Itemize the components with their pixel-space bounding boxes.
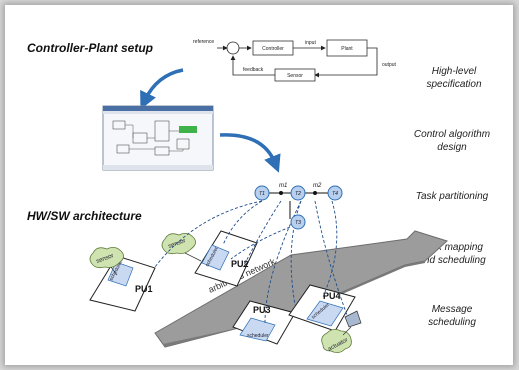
task-mapping-lines [154,200,348,324]
controller-label: Controller [262,46,284,52]
step-message-scheduling: Message scheduling [428,304,476,328]
plant-label: Plant [341,46,353,52]
step-high-level-spec: High-level specification [426,66,482,90]
label-input: input [305,40,316,46]
simulink-model-thumbnail [102,105,214,171]
step-task-mapping: Task mapping and scheduling [418,242,486,266]
message-m2-label: m2 [313,183,322,189]
heading-controller-plant: Controller-Plant setup [27,41,154,55]
sensor-1: sensor [89,247,124,276]
pu4: scheduler PU4 [288,284,356,332]
heading-hwsw-architecture: HW/SW architecture [27,209,142,223]
task-t1-label: T1 [259,191,265,197]
pu2: scheduler PU2 [194,230,258,287]
task-t1 [254,185,270,201]
label-feedback: feedback [243,67,264,73]
pu1-label: PU1 [135,284,153,294]
pu1: scheduler PU1 [89,255,156,312]
step-control-design: Control algorithm design [413,129,491,153]
flow-arrow-1 [140,68,184,110]
task-t4 [327,185,343,201]
pu4-label: PU4 [323,291,341,301]
task-t3 [290,214,306,230]
label-output: output [382,62,397,68]
sensor-2: sensor [161,233,202,262]
sensor-1-label: sensor [96,253,115,265]
flow-arrow-2 [219,133,281,173]
task-graph: m1 m2 T1 T2 T4 T3 [254,183,343,230]
pu3-scheduler-label: scheduler [247,333,269,339]
pu3: scheduler PU3 [232,300,296,345]
arbitrated-network-bar [154,230,448,348]
figure-frame: Controller-Plant setup HW/SW architectur… [5,5,513,365]
task-t4-label: T4 [332,191,338,197]
pu3-label: PU3 [253,305,271,315]
sensor-2-label: sensor [168,238,187,250]
summing-junction [226,41,240,55]
sensor-block-label: Sensor [287,73,303,79]
task-t3-label: T3 [295,220,301,226]
control-block-diagram: reference Controller input Plant output … [193,39,397,82]
label-reference: reference [193,39,214,45]
task-t2 [290,185,306,201]
actuator: actuator [321,310,362,353]
step-task-partitioning: Task partitioning [415,191,489,202]
message-m1-label: m1 [279,183,287,189]
diagram-canvas: reference Controller input Plant output … [89,39,448,353]
pu2-label: PU2 [231,259,249,269]
task-t2-label: T2 [295,191,301,197]
